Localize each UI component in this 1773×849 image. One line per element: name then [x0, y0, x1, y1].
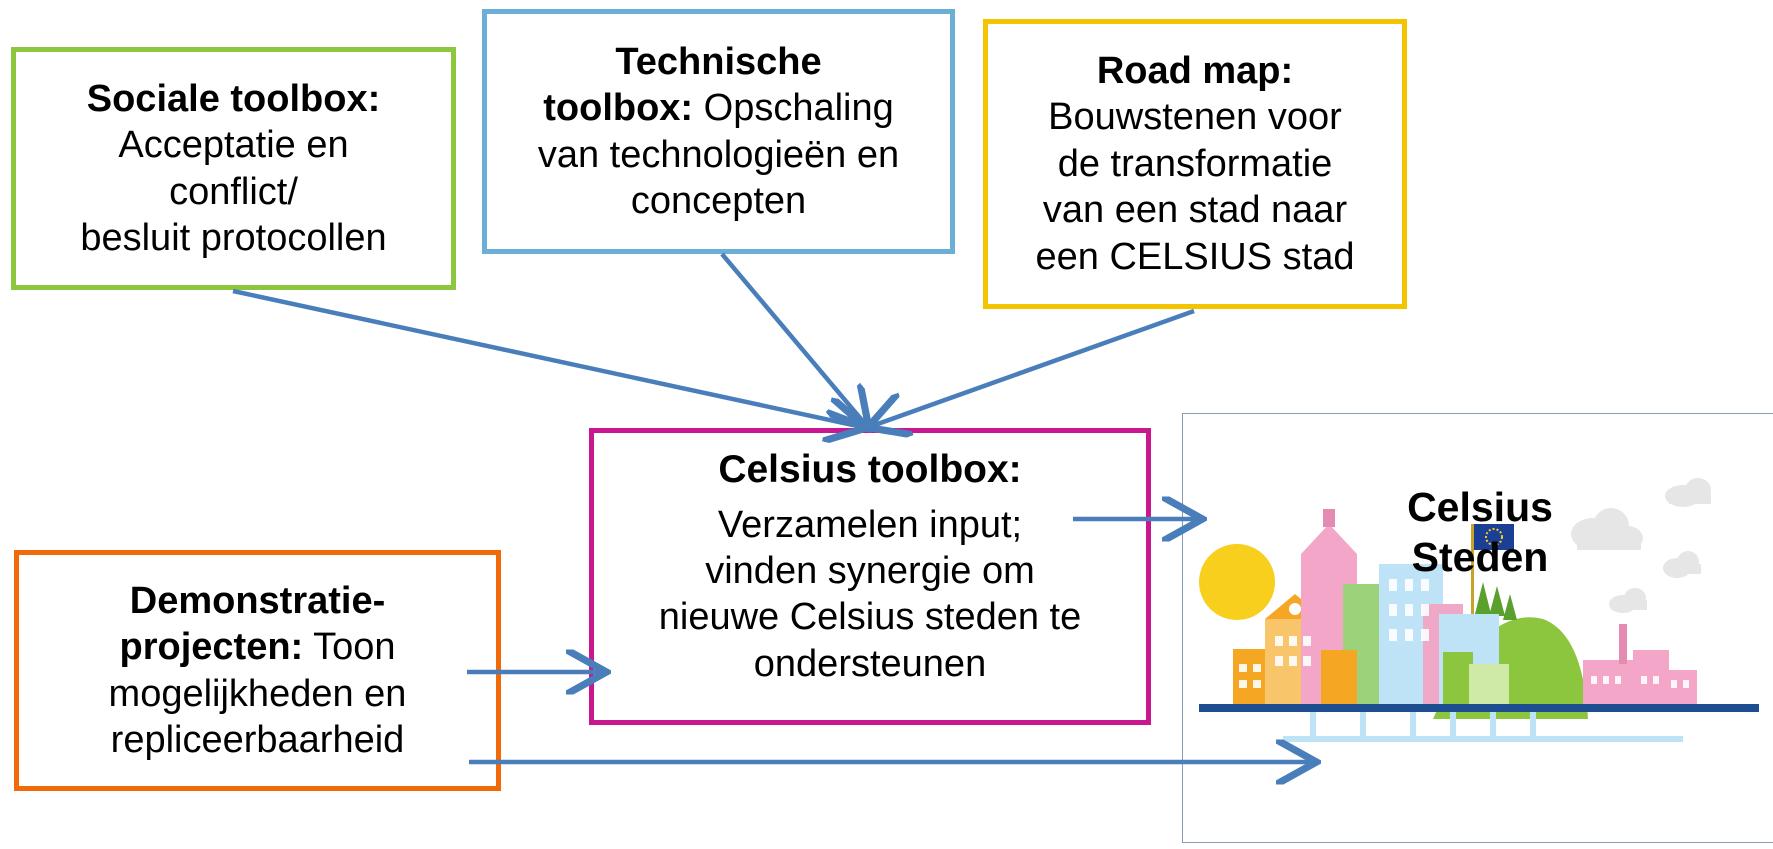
sociale-toolbox-line2: conflict/ — [169, 170, 298, 213]
technische-toolbox-line2: van technologieën en — [537, 133, 900, 176]
demonstratie-projecten-box: Demonstratie- projecten: Toon mogelijkhe… — [14, 550, 501, 791]
technische-toolbox-title2: toolbox: — [543, 87, 694, 130]
road-map-line3: van een stad naar — [1042, 189, 1348, 232]
celsius-steden-title: Celsius Steden — [1340, 482, 1620, 582]
arrow-sociale-to-celsius — [232, 288, 862, 427]
flagpole — [1471, 524, 1474, 614]
demo-title2: projecten: — [119, 626, 304, 669]
technische-toolbox-line1: toolbox: Opschaling — [543, 85, 894, 131]
demo-line3: repliceerbaarheid — [110, 718, 405, 761]
road-map-line2: de transformatie — [1057, 142, 1333, 185]
demo-rest: Toon — [303, 626, 396, 669]
celsius-toolbox-line1: Verzamelen input; — [717, 503, 1023, 546]
arrow-roadmap-to-celsius — [872, 308, 1195, 426]
pipe-network — [1283, 712, 1683, 742]
celsius-toolbox-line2: vinden synergie om — [705, 549, 1035, 592]
celsius-toolbox-title: Celsius toolbox: — [718, 447, 1022, 491]
sociale-toolbox-line1: Acceptatie en — [118, 124, 349, 167]
demo-line1: projecten: Toon — [120, 624, 396, 670]
arrow-technische-to-celsius — [720, 252, 866, 425]
city-title-line1: Celsius — [1407, 484, 1553, 530]
road-map-title: Road map: — [1096, 50, 1294, 93]
celsius-toolbox-line4: ondersteunen — [753, 642, 987, 685]
city-title-line2: Steden — [1411, 534, 1549, 581]
technische-toolbox-title: Technische — [615, 40, 822, 83]
ground-line — [1199, 704, 1759, 712]
sociale-toolbox-line3: besluit protocollen — [80, 216, 387, 259]
sun-icon — [1199, 544, 1275, 620]
technische-toolbox-line3: concepten — [630, 179, 807, 222]
celsius-toolbox-line3: nieuwe Celsius steden te — [658, 596, 1082, 639]
road-map-line4: een CELSIUS stad — [1035, 235, 1355, 278]
sociale-toolbox-box: Sociale toolbox: Acceptatie en conflict/… — [11, 47, 456, 290]
road-map-line1: Bouwstenen voor — [1048, 96, 1342, 139]
city-illustration — [1199, 478, 1759, 742]
celsius-steden-panel — [1182, 413, 1773, 843]
city-buildings — [1233, 509, 1697, 704]
technische-toolbox-box: Technische toolbox: Opschaling van techn… — [482, 9, 955, 254]
demo-line2: mogelijkheden en — [108, 672, 407, 715]
sociale-toolbox-title: Sociale toolbox: — [86, 77, 381, 120]
window-pattern — [1239, 579, 1689, 688]
cloud-icon — [1571, 478, 1711, 613]
road-map-box: Road map: Bouwstenen voor de transformat… — [983, 19, 1407, 309]
celsius-toolbox-box: Celsius toolbox: Verzamelen input; vinde… — [589, 428, 1151, 725]
tree-icon — [1475, 582, 1517, 620]
technische-toolbox-rest: Opschaling — [693, 87, 894, 130]
demo-title: Demonstratie- — [129, 579, 386, 622]
